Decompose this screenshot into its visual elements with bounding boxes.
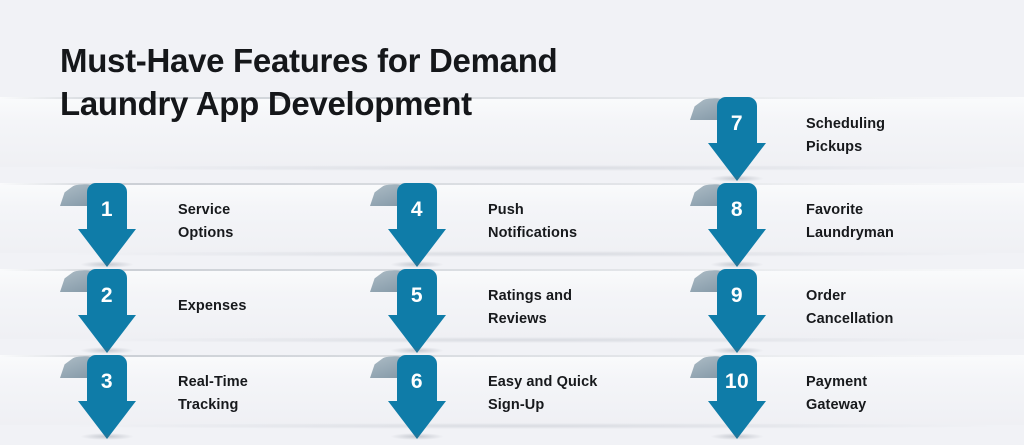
feature-item-5[interactable]: 5 Ratings and Reviews — [370, 269, 660, 355]
feature-number: 1 — [100, 198, 114, 221]
arrow-marker-icon: 10 — [690, 355, 766, 440]
arrow-marker-icon: 5 — [370, 269, 446, 354]
feature-number: 6 — [410, 370, 424, 393]
feature-number: 10 — [724, 370, 750, 393]
feature-number: 7 — [730, 112, 744, 135]
arrow-tip-shadow — [80, 347, 134, 354]
arrow-tip-shadow — [710, 347, 764, 354]
page-title: Must-Have Features for Demand Laundry Ap… — [60, 42, 558, 122]
feature-number: 4 — [410, 198, 424, 221]
feature-item-4[interactable]: 4 Push Notifications — [370, 183, 660, 269]
arrow-tip-shadow — [390, 433, 444, 440]
down-arrow-icon: 7 — [708, 97, 766, 182]
down-arrow-icon: 5 — [388, 269, 446, 354]
arrow-tip-shadow — [710, 175, 764, 182]
feature-item-2[interactable]: 2 Expenses — [60, 269, 340, 355]
arrow-marker-icon: 9 — [690, 269, 766, 354]
feature-item-10[interactable]: 10 Payment Gateway — [690, 355, 990, 441]
feature-item-9[interactable]: 9 Order Cancellation — [690, 269, 990, 355]
down-arrow-icon: 8 — [708, 183, 766, 268]
arrow-marker-icon: 3 — [60, 355, 136, 440]
feature-label: Ratings and Reviews — [488, 288, 573, 328]
feature-item-6[interactable]: 6 Easy and Quick Sign-Up — [370, 355, 660, 441]
row-band — [0, 183, 1024, 257]
feature-item-3[interactable]: 3 Real-Time Tracking — [60, 355, 340, 441]
feature-label: Favorite Laundryman — [806, 202, 895, 242]
arrow-tip-shadow — [80, 261, 134, 268]
feature-number: 2 — [100, 284, 114, 307]
feature-number: 3 — [100, 370, 114, 393]
feature-label: Scheduling Pickups — [806, 116, 886, 156]
down-arrow-icon: 1 — [78, 183, 136, 268]
row-band — [0, 269, 1024, 343]
arrow-marker-icon: 7 — [690, 97, 766, 182]
row-band — [0, 97, 1024, 171]
feature-number: 9 — [730, 284, 744, 307]
arrow-marker-icon: 1 — [60, 183, 136, 268]
arrow-tip-shadow — [80, 433, 134, 440]
feature-label: Real-Time Tracking — [178, 374, 248, 414]
arrow-tip-shadow — [710, 433, 764, 440]
down-arrow-icon: 3 — [78, 355, 136, 440]
feature-label: Order Cancellation — [806, 288, 894, 328]
feature-label: Easy and Quick Sign-Up — [488, 374, 598, 414]
down-arrow-icon: 10 — [708, 355, 766, 440]
feature-item-8[interactable]: 8 Favorite Laundryman — [690, 183, 990, 269]
feature-item-7[interactable]: 7 Scheduling Pickups — [690, 97, 990, 183]
down-arrow-icon: 4 — [388, 183, 446, 268]
row-band — [0, 355, 1024, 429]
feature-label: Service Options — [178, 202, 234, 242]
feature-label: Push Notifications — [488, 202, 578, 242]
down-arrow-icon: 9 — [708, 269, 766, 354]
arrow-marker-icon: 4 — [370, 183, 446, 268]
feature-label: Payment Gateway — [806, 374, 868, 414]
arrow-marker-icon: 6 — [370, 355, 446, 440]
down-arrow-icon: 6 — [388, 355, 446, 440]
arrow-marker-icon: 8 — [690, 183, 766, 268]
arrow-tip-shadow — [710, 261, 764, 268]
feature-number: 5 — [410, 284, 424, 307]
arrow-tip-shadow — [390, 347, 444, 354]
arrow-tip-shadow — [390, 261, 444, 268]
feature-number: 8 — [730, 198, 744, 221]
arrow-marker-icon: 2 — [60, 269, 136, 354]
down-arrow-icon: 2 — [78, 269, 136, 354]
feature-item-1[interactable]: 1 Service Options — [60, 183, 340, 269]
feature-label: Expenses — [178, 298, 247, 314]
